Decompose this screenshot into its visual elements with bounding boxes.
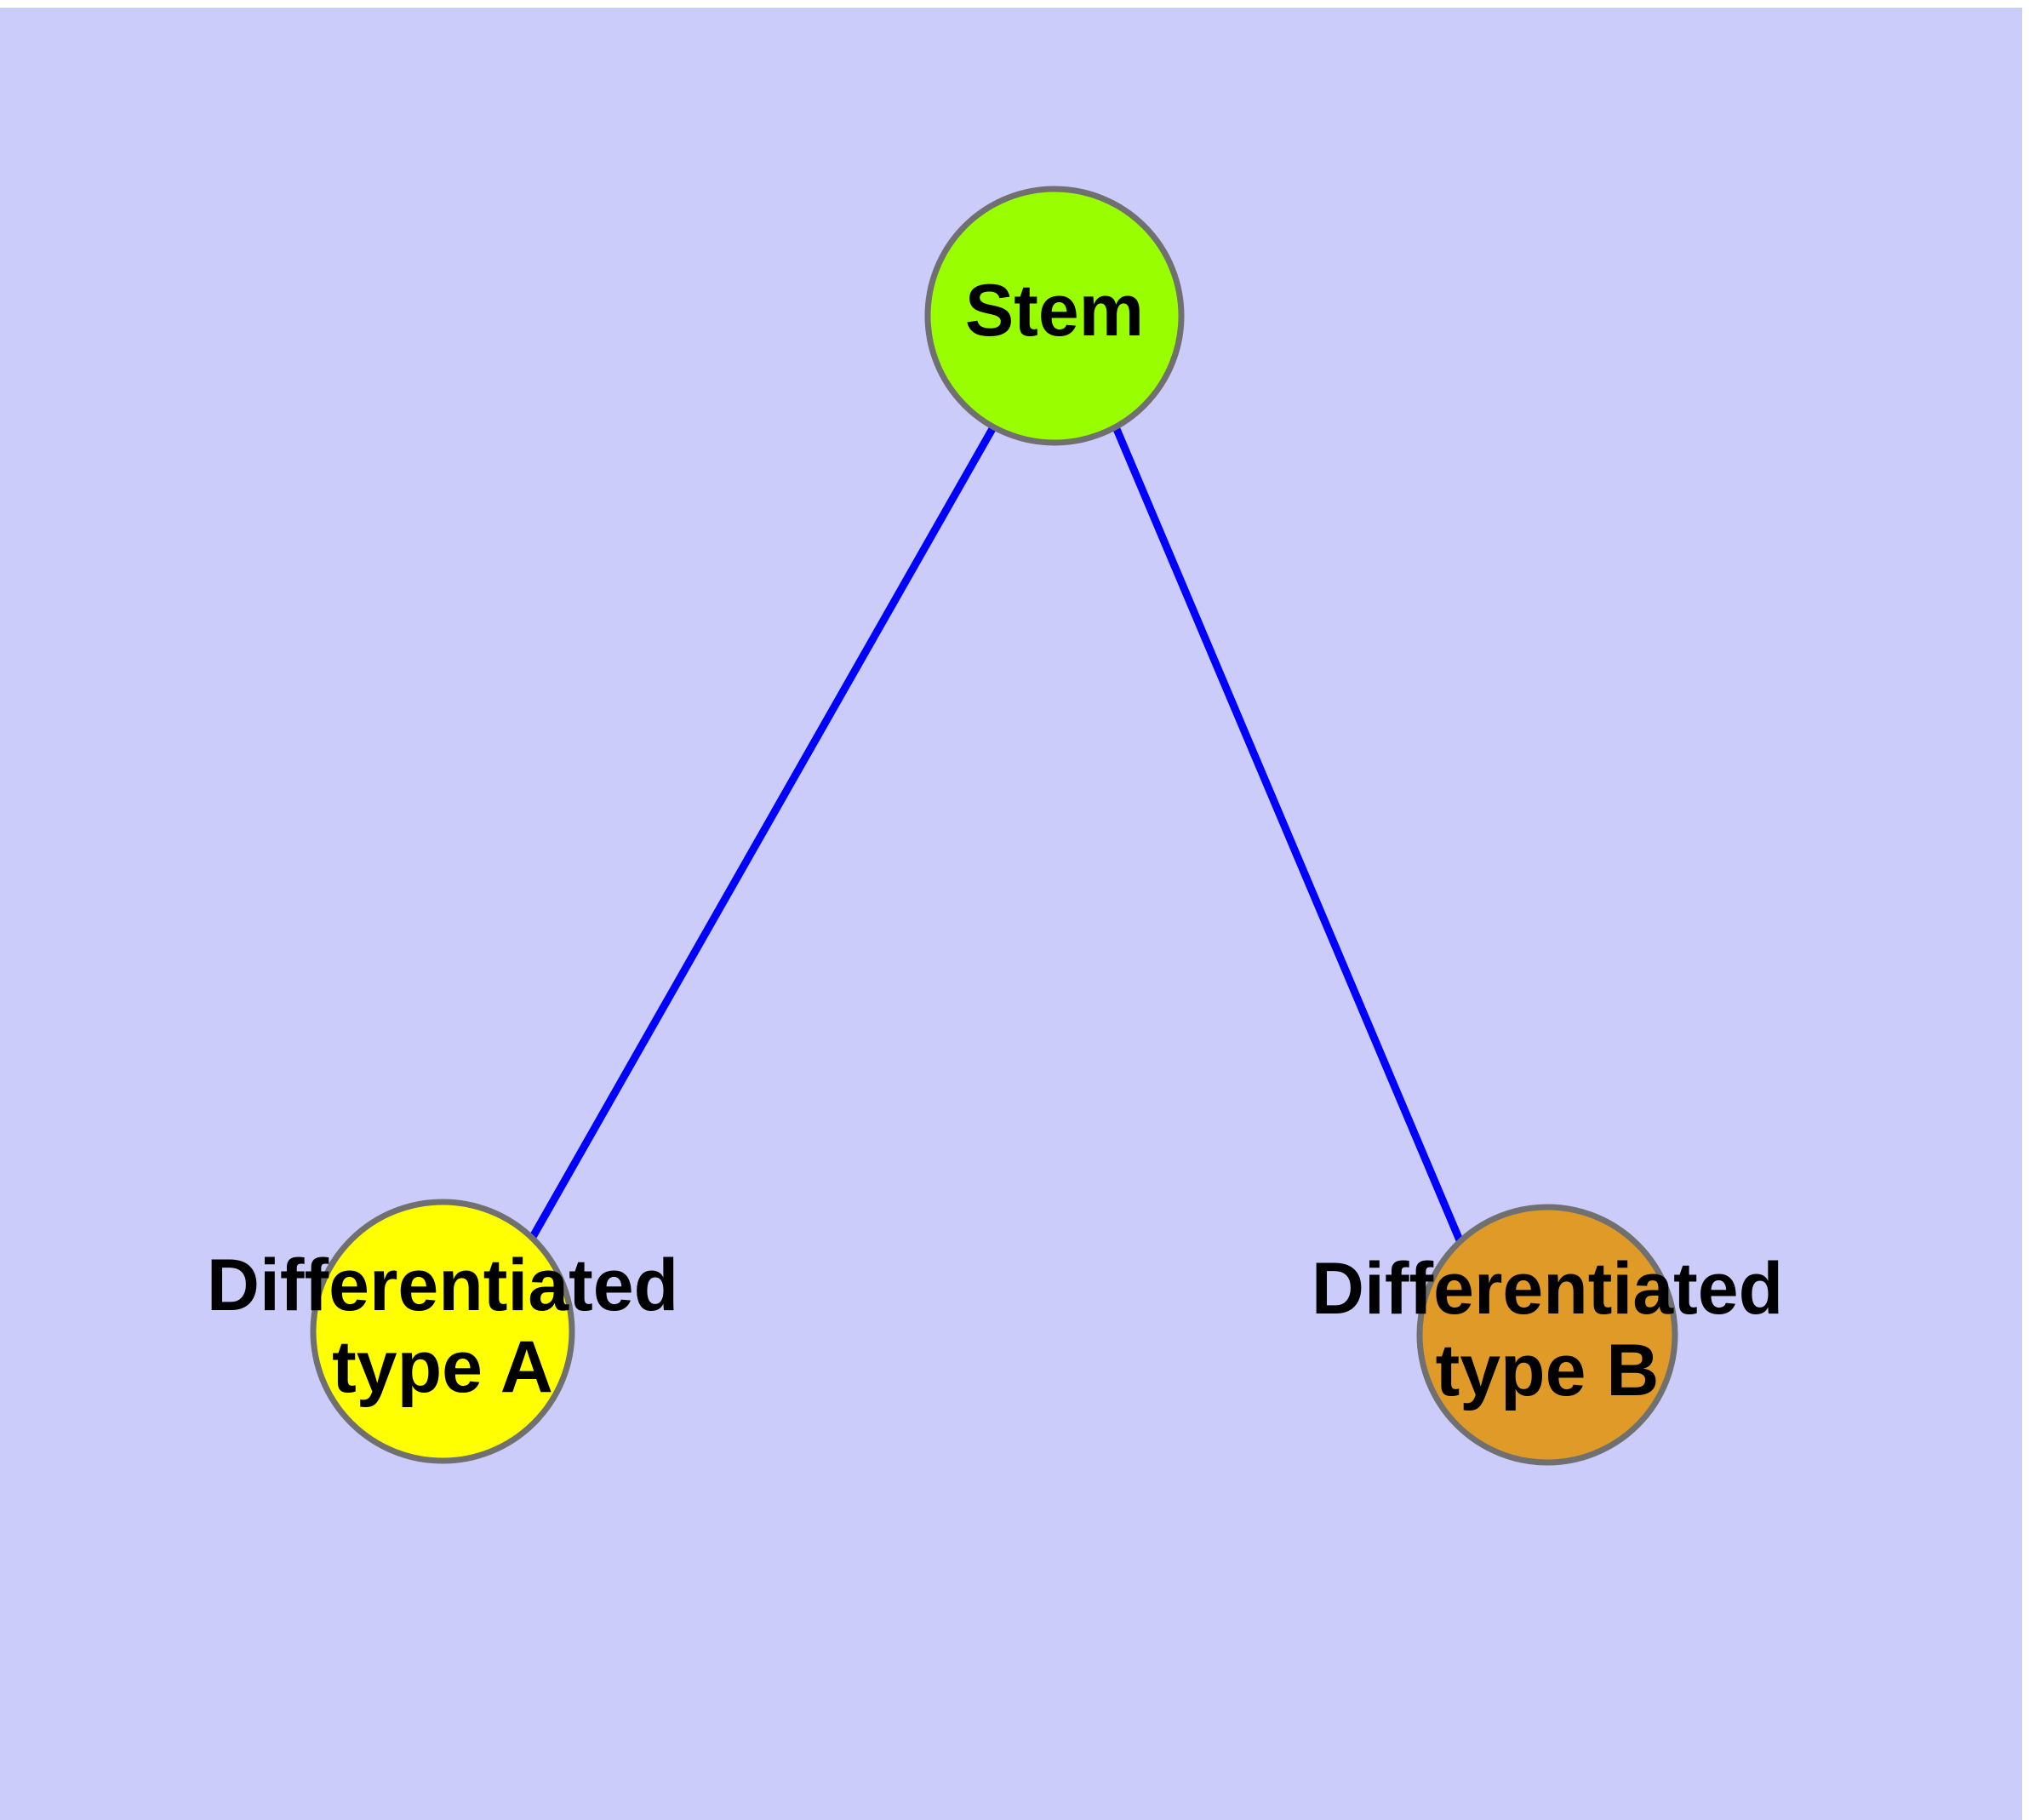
node-label-line: type A — [332, 1326, 553, 1408]
edges-layer — [526, 425, 1466, 1248]
node-stem[interactable] — [924, 186, 1185, 446]
edge-stem-diff-a[interactable] — [526, 425, 997, 1245]
node-label-line: type B — [1436, 1330, 1660, 1411]
node-diff_b[interactable] — [1416, 1204, 1678, 1466]
edge-stem-diff-b[interactable] — [1112, 427, 1466, 1248]
node-label-line: Stem — [965, 270, 1144, 352]
node-label-line: Differentiated — [1312, 1248, 1783, 1330]
node-diff_a[interactable] — [310, 1199, 575, 1464]
nodes-layer — [310, 186, 1678, 1466]
node-label-line: Differentiated — [207, 1245, 678, 1326]
node-label-stem: Stem — [965, 270, 1144, 352]
